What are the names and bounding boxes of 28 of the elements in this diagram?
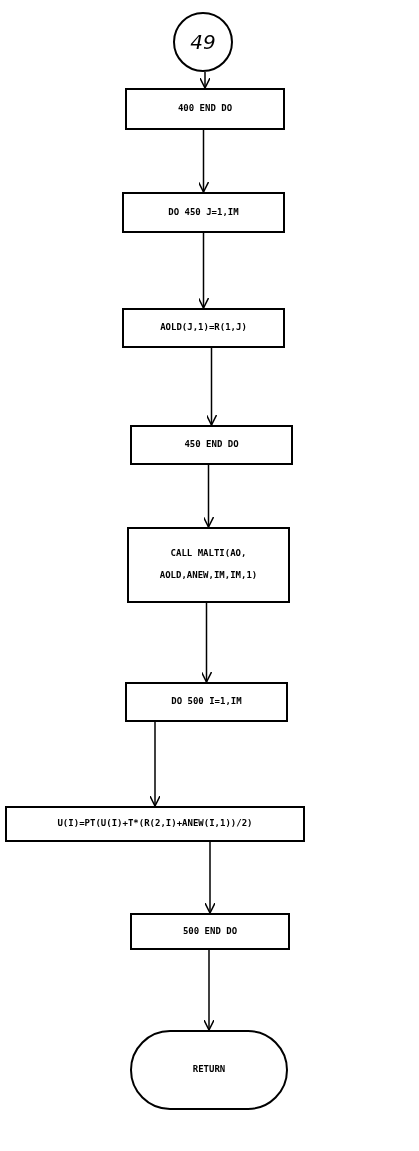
node-label: DO 500 I=1,IM	[170, 695, 243, 709]
node-label: 450 END DO	[183, 438, 240, 452]
process-box	[125, 682, 288, 722]
node-label: CALL MALTI(AO, AOLD,ANEW,IM,IM,1)	[158, 547, 259, 582]
arrow	[197, 232, 210, 309]
connector-circle	[173, 12, 233, 72]
process-box	[130, 913, 290, 950]
node-label: 400 END DO	[176, 102, 234, 116]
process-box	[5, 806, 305, 842]
node-label: U(I)=PT(U(I)+T*(R(2,I)+ANEW(I,1))/2)	[56, 817, 254, 831]
process-box	[130, 425, 293, 465]
process-box	[125, 88, 285, 130]
arrow	[200, 602, 213, 683]
arrow	[197, 129, 210, 193]
node-label: RETURN	[191, 1063, 227, 1077]
arrow	[202, 464, 215, 528]
process-box	[127, 527, 290, 603]
arrow	[204, 841, 216, 914]
node-label: AOLD(J,1)=R(1,J)	[159, 321, 248, 335]
process-box	[122, 308, 285, 348]
node-label: 500 END DO	[181, 924, 239, 938]
node-label: 49	[189, 29, 217, 56]
arrow	[199, 71, 211, 89]
arrow	[203, 949, 215, 1031]
arrow	[149, 721, 161, 807]
process-box	[122, 192, 285, 233]
node-label: DO 450 J=1,IM	[167, 205, 240, 219]
arrow	[205, 347, 218, 426]
